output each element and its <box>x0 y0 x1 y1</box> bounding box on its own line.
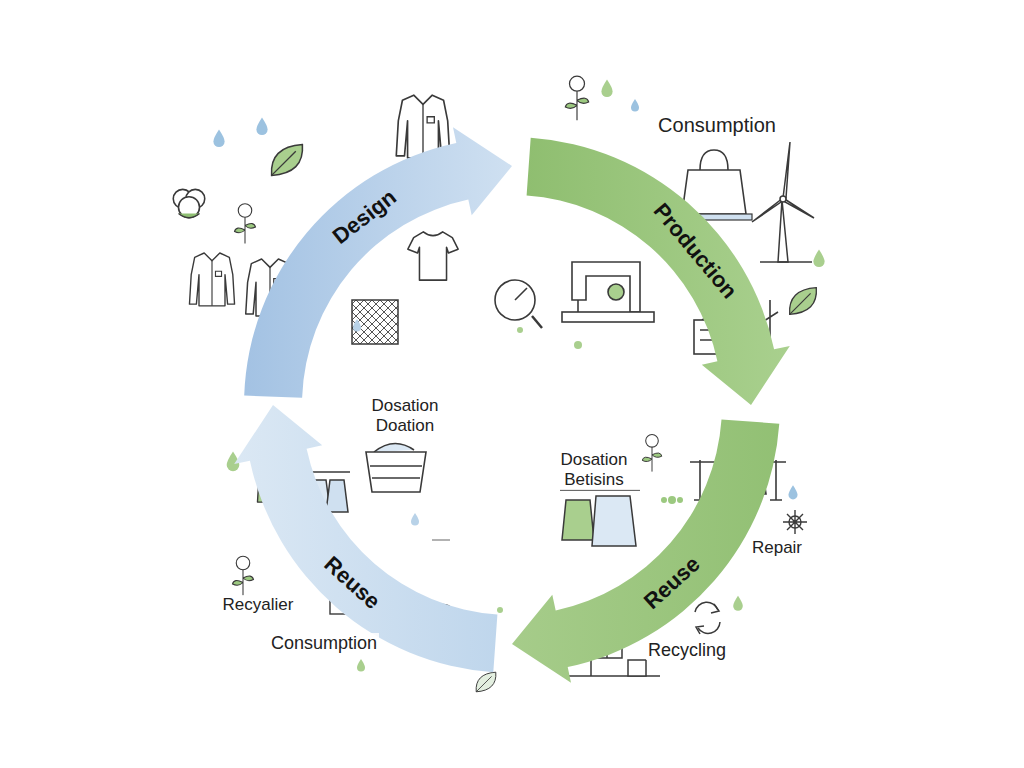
cycle-arrow: Design <box>228 121 512 399</box>
leaf-icon <box>790 288 817 315</box>
shirt-icon <box>189 253 234 306</box>
laundry-basket <box>366 443 426 492</box>
icon-label: Consumption <box>656 114 778 137</box>
cycle-arrow: Production <box>525 121 796 405</box>
drop-icon <box>601 80 612 98</box>
cotton-plant <box>565 76 588 120</box>
cotton-plant <box>642 435 662 472</box>
arrow-shape <box>527 138 790 405</box>
wind-turbine <box>752 142 814 262</box>
icon-label: Dosation Doation <box>361 396 449 435</box>
drop-icon <box>357 659 365 672</box>
drop-icon <box>213 130 224 148</box>
dot <box>574 341 582 349</box>
arrow-shape <box>234 405 497 672</box>
dot <box>517 327 523 333</box>
cotton-plant <box>233 556 254 596</box>
flower-icon <box>661 496 683 504</box>
icon-label: Dosation Betisins <box>546 450 642 489</box>
drop-icon <box>813 250 824 268</box>
leaf-icon <box>476 672 496 692</box>
icon-label: Recyalier <box>221 595 296 615</box>
dot <box>497 607 503 613</box>
drop-icon <box>788 485 797 499</box>
gauge-icon <box>495 280 542 328</box>
hanging-clothes <box>560 490 640 546</box>
drop-icon <box>733 596 743 611</box>
arrow-band <box>525 121 796 405</box>
drop-icon <box>353 319 361 332</box>
cotton-plant <box>235 204 256 244</box>
icon-label: Consumption <box>269 633 379 654</box>
arrow-shape <box>512 420 779 683</box>
sewing-machine <box>562 262 654 322</box>
fabric-swatch <box>352 300 398 344</box>
leaf-icon <box>271 145 302 176</box>
tshirt-icon <box>408 232 458 280</box>
icon-label: Recycling <box>646 640 728 661</box>
arrow-shape <box>244 127 512 398</box>
drop-icon <box>411 513 419 526</box>
icon-label: Repair <box>750 538 804 558</box>
dash <box>432 539 450 541</box>
arrow-band <box>228 121 512 399</box>
recycle-icon <box>695 602 720 634</box>
drop-icon <box>631 99 639 112</box>
gear-icon <box>783 510 807 534</box>
drop-icon <box>256 118 267 136</box>
cloud-icon <box>173 189 205 217</box>
